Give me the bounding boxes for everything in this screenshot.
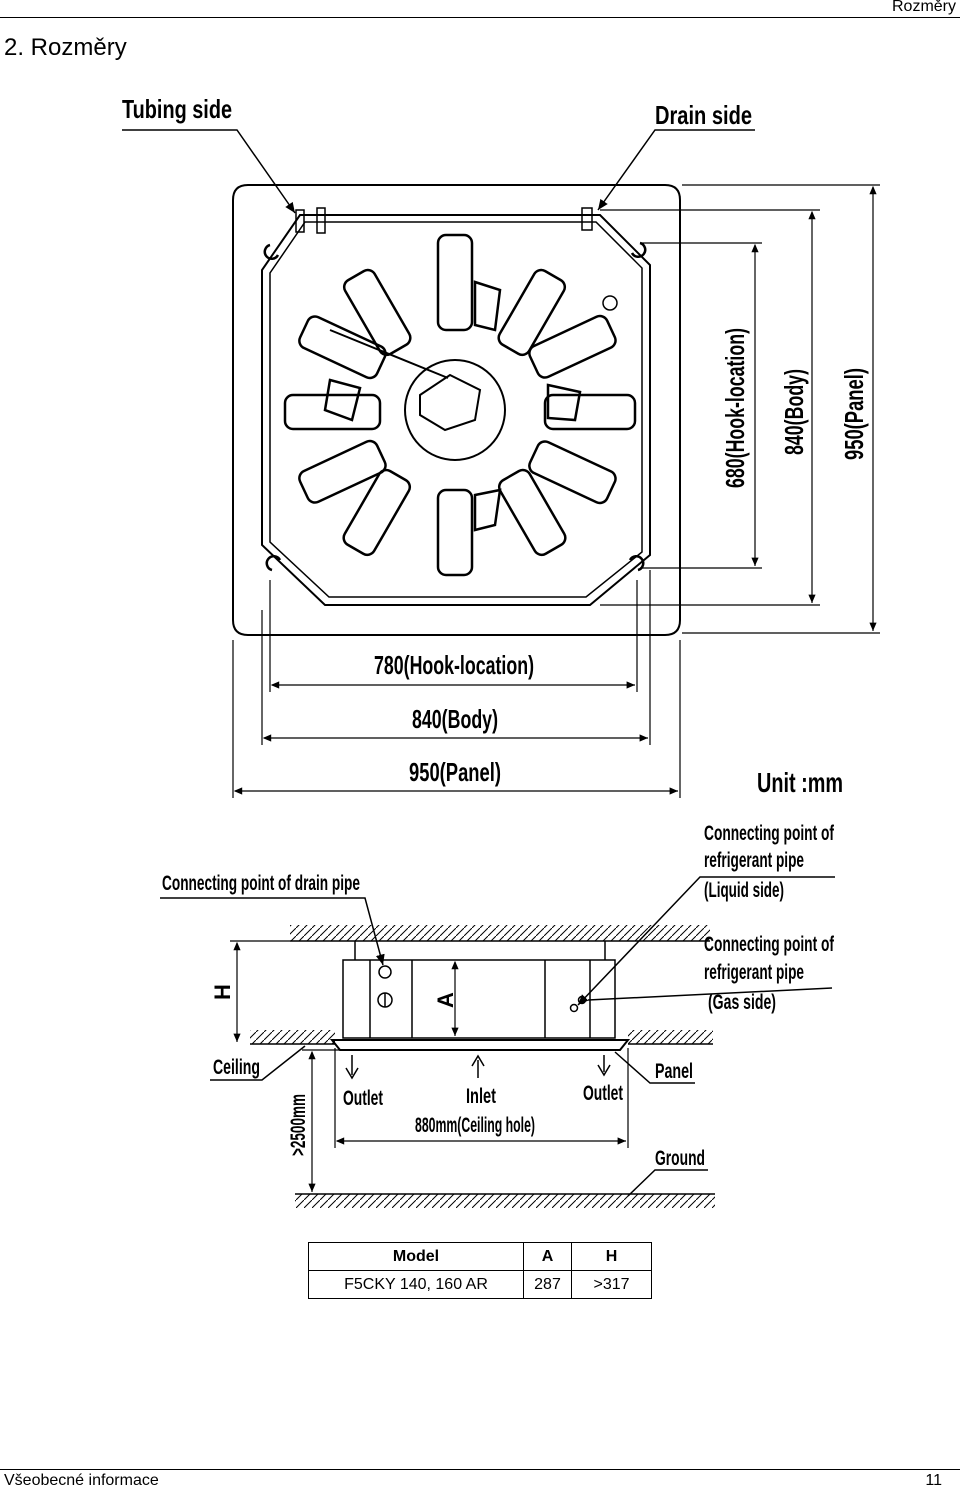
page-number: 11 <box>925 1472 942 1489</box>
a-dimension-label: A <box>433 992 458 1008</box>
h-dimension-label: H <box>210 984 235 1000</box>
dim-body-horizontal: 840(Body) <box>412 704 498 734</box>
page-title: 2. Rozměry <box>4 34 127 61</box>
table-header: Model <box>308 1242 524 1271</box>
liquid-pipe-line2: refrigerant pipe <box>704 849 804 872</box>
ceiling-hole-label: 880mm(Ceiling hole) <box>415 1114 535 1137</box>
side-leaders <box>160 876 835 1197</box>
liquid-pipe-line3: (Liquid side) <box>704 879 784 902</box>
indoor-unit-side <box>329 941 631 1051</box>
footer-section: Všeobecné informace <box>4 1472 159 1489</box>
gas-pipe-line1: Connecting point of <box>704 933 835 956</box>
header-section-label: Rozměry <box>891 0 956 15</box>
fan-hub <box>404 359 506 461</box>
vertical-dimensions <box>600 184 880 634</box>
table-cell-h: >317 <box>571 1270 652 1299</box>
unit-label: Unit :mm <box>757 767 843 798</box>
dim-body-vertical: 840(Body) <box>779 369 809 455</box>
ground-label: Ground <box>655 1147 705 1170</box>
table-row: F5CKY 140, 160 AR 287 >317 <box>308 1270 652 1299</box>
airflow-arrows <box>345 1054 611 1080</box>
ground <box>295 1193 715 1208</box>
horizontal-dimensions <box>232 570 681 798</box>
ceiling-board <box>250 1030 713 1045</box>
dim-hook-horizontal: 780(Hook-location) <box>374 650 534 680</box>
tubing-side-label: Tubing side <box>122 94 232 124</box>
fan-vanes <box>283 233 637 577</box>
gas-pipe-line2: refrigerant pipe <box>704 961 804 984</box>
drain-side-label: Drain side <box>655 100 752 130</box>
outlet-left-label: Outlet <box>343 1087 383 1110</box>
liquid-pipe-line1: Connecting point of <box>704 822 835 845</box>
footer-rule <box>0 1469 960 1470</box>
body-outline <box>261 214 651 606</box>
drain-pipe-label: Connecting point of drain pipe <box>162 872 360 895</box>
header-rule <box>0 17 960 18</box>
top-leaders <box>122 129 755 214</box>
top-view-unit <box>232 184 681 636</box>
panel-outline <box>232 184 681 636</box>
dim-panel-horizontal: 950(Panel) <box>409 757 501 787</box>
table-header: A <box>523 1242 572 1271</box>
table-header-row: Model A H <box>308 1242 652 1271</box>
table-header: H <box>571 1242 652 1271</box>
table-cell-a: 287 <box>523 1270 572 1299</box>
outlet-right-label: Outlet <box>583 1082 623 1105</box>
ceiling-label: Ceiling <box>213 1056 260 1079</box>
gas-pipe-line3: (Gas side) <box>708 991 776 1014</box>
table-cell-model: F5CKY 140, 160 AR <box>308 1270 524 1299</box>
dim-panel-vertical: 950(Panel) <box>839 368 869 460</box>
dimensions-table: Model A H F5CKY 140, 160 AR 287 >317 <box>308 1242 652 1299</box>
min-height-label: >2500mm <box>287 1094 310 1156</box>
panel-label: Panel <box>655 1060 693 1083</box>
dim-hook-vertical: 680(Hook-location) <box>720 328 750 488</box>
inlet-label: Inlet <box>466 1085 496 1108</box>
